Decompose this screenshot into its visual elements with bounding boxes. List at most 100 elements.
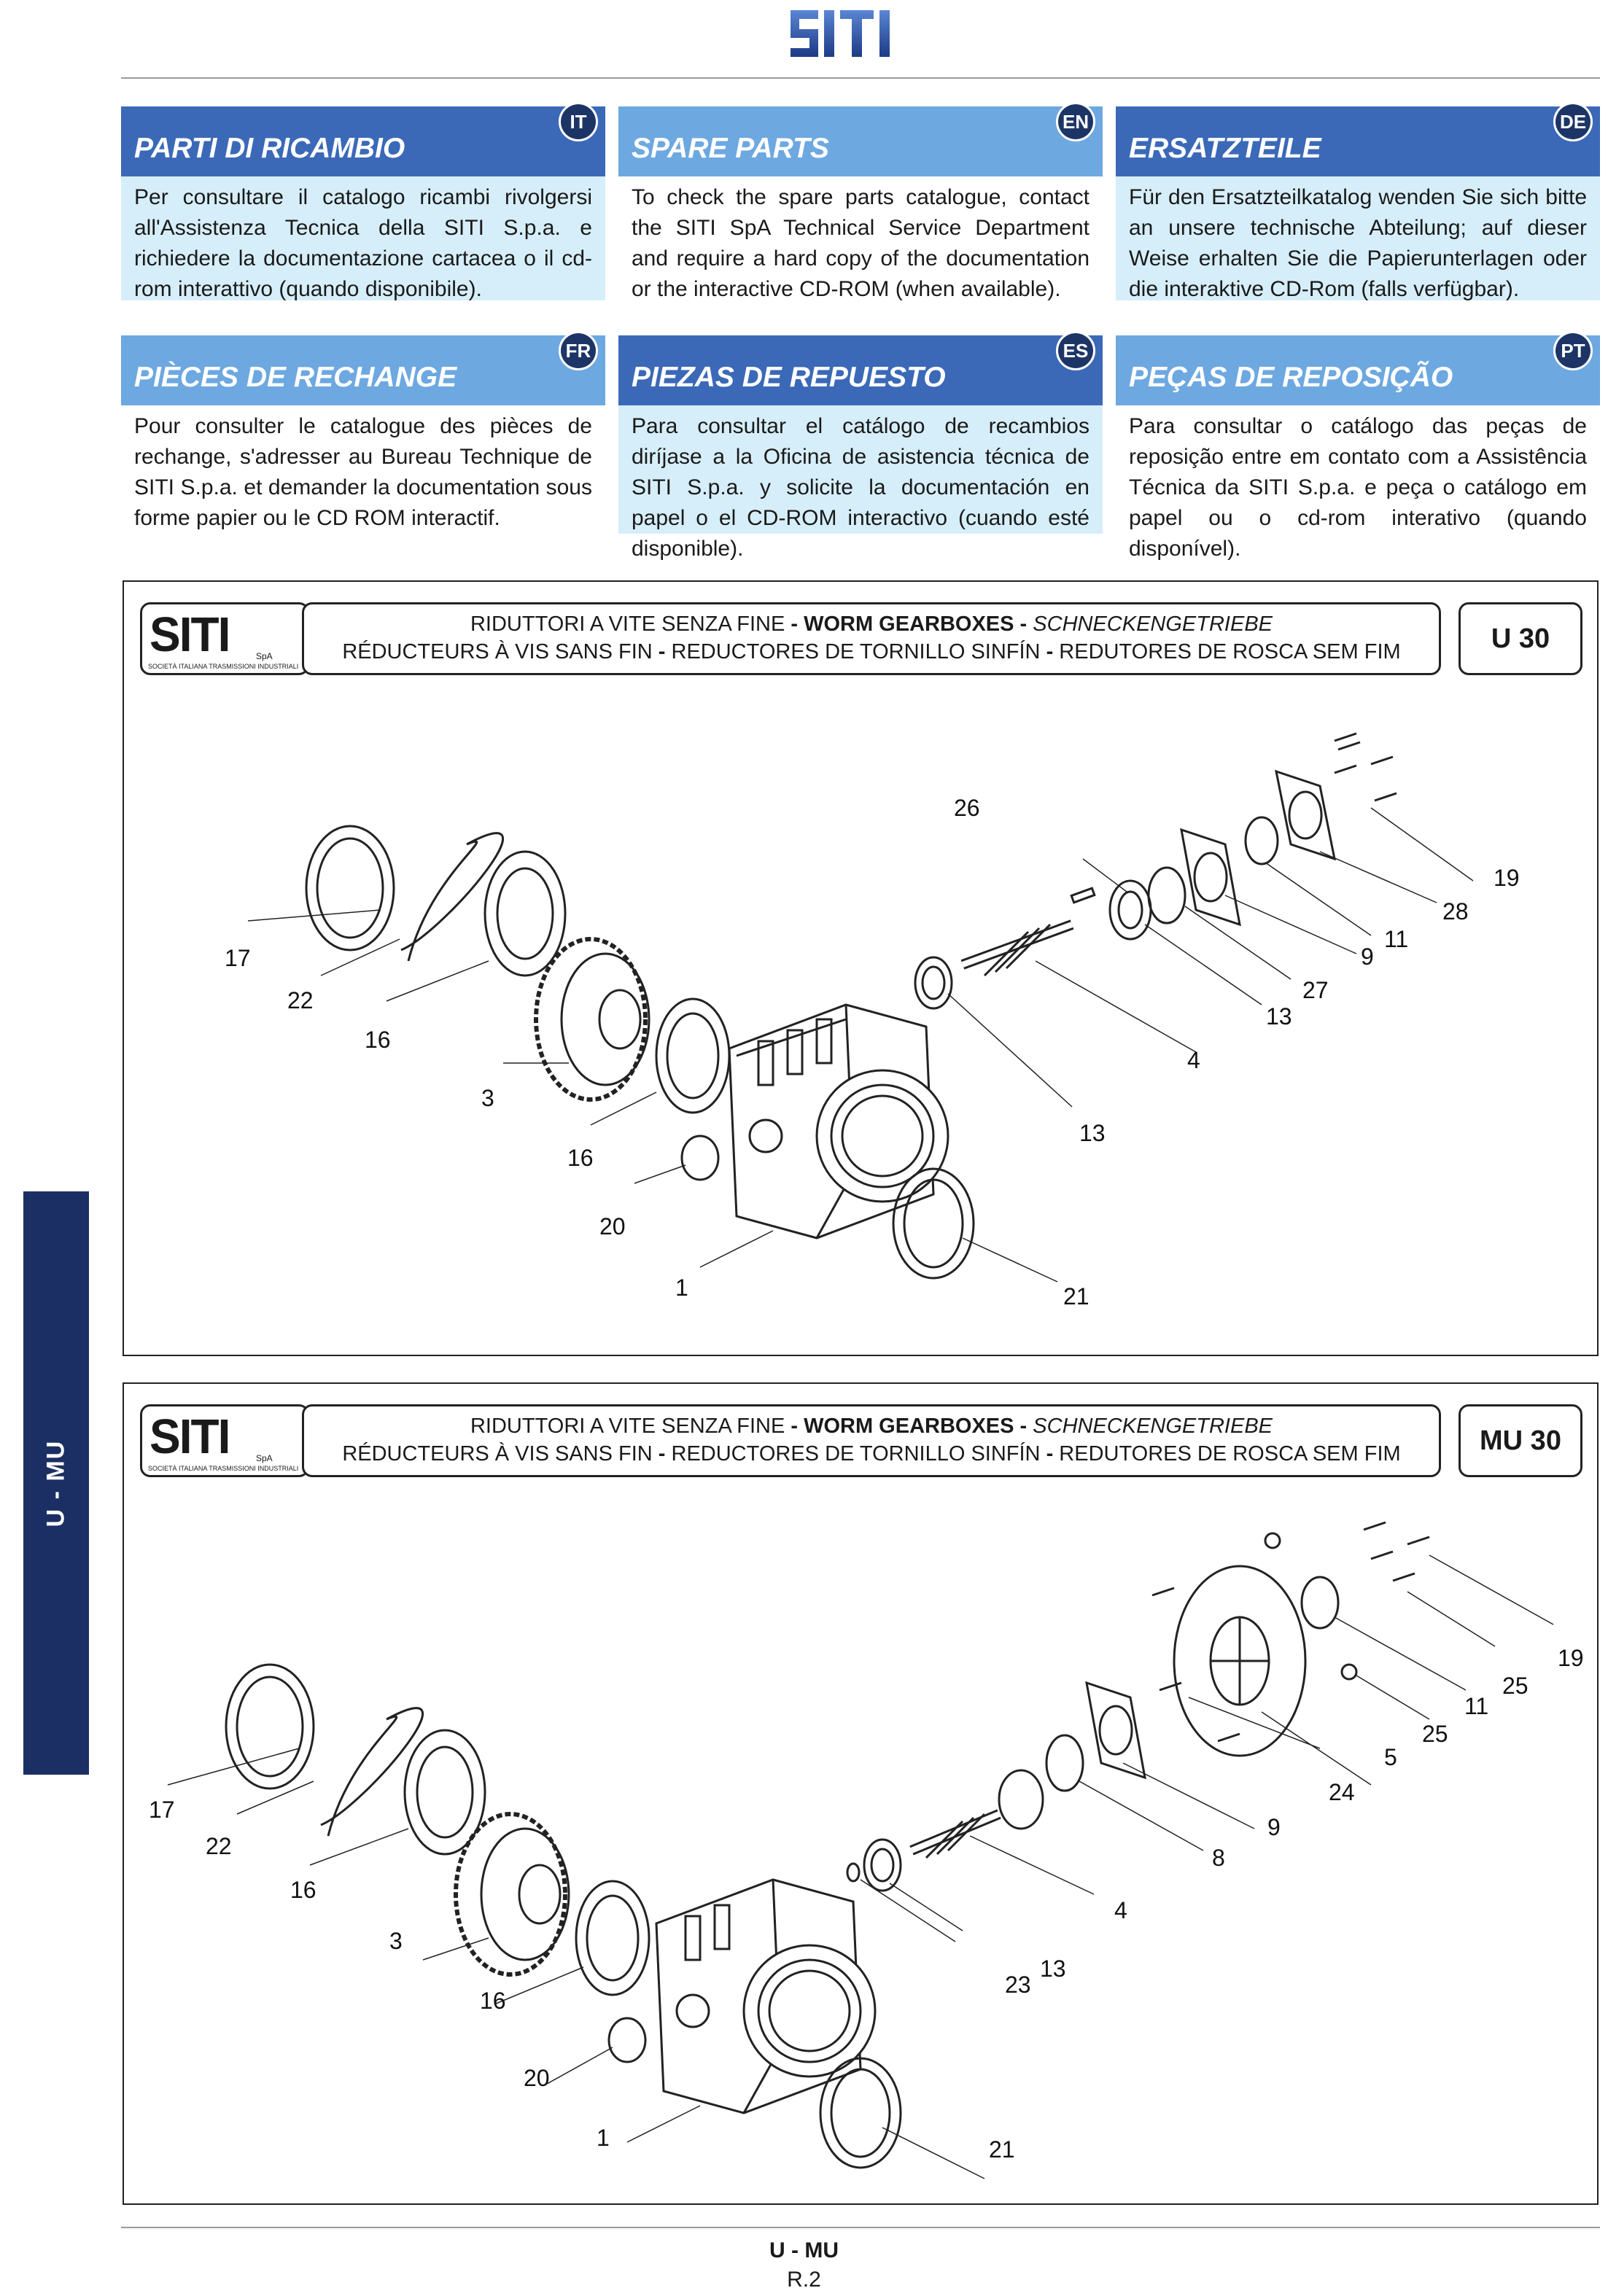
callout-label: 3	[481, 1085, 494, 1111]
siti-logo	[791, 10, 890, 57]
callout-label: 4	[1187, 1047, 1200, 1073]
lang-body: To check the spare parts catalogue, cont…	[632, 185, 1090, 301]
callout-label: 25	[1422, 1721, 1448, 1747]
lang-box-pt: PEÇAS DE REPOSIÇÃO PT Para consultar o c…	[1116, 331, 1600, 561]
logo-word: SITI	[149, 607, 230, 662]
lang-code-badge: FR	[559, 331, 598, 370]
lang-code-text: DE	[1555, 104, 1590, 139]
bolts	[1151, 1521, 1430, 1743]
logo-word: SITI	[149, 1409, 230, 1464]
bearing	[483, 850, 567, 977]
title-sep: -	[1040, 1442, 1060, 1466]
callout-label: 27	[1302, 977, 1329, 1003]
bearing	[575, 1880, 650, 1996]
title-block-text: RIDUTTORI A VITE SENZA FINE - WORM GEARB…	[302, 602, 1441, 675]
callout-label: 4	[1114, 1897, 1127, 1923]
lang-title-text: SPARE PARTS	[632, 133, 829, 164]
model-code: MU 30	[1459, 1404, 1582, 1477]
callout-label: 28	[1442, 898, 1469, 925]
title-sep: -	[1014, 612, 1033, 636]
lang-code-badge: DE	[1553, 102, 1593, 141]
callout-label: 13	[1040, 1956, 1066, 1982]
title-sep: -	[1014, 1414, 1033, 1438]
title-sep: -	[785, 1414, 804, 1438]
callout-label: 25	[1502, 1673, 1529, 1699]
seal	[1244, 816, 1279, 865]
lang-title-text: ERSATZTEILE	[1129, 133, 1321, 164]
lang-box-es: PIEZAS DE REPUESTO ES Para consultar el …	[618, 331, 1103, 561]
logo-spa: SpA	[256, 651, 273, 661]
footer-section-label: U - MU	[769, 2238, 839, 2262]
lang-code-text: PT	[1555, 333, 1590, 368]
callout-label: 16	[290, 1877, 316, 1903]
cap	[607, 2017, 647, 2063]
lang-body: Per consultare il catalogo ricambi rivol…	[121, 176, 605, 301]
title-es: REDUCTORES DE TORNILLO SINFÍN	[671, 640, 1041, 663]
callout-label: 9	[1361, 943, 1374, 970]
callout-label: 16	[365, 1027, 391, 1053]
title-block-text: RIDUTTORI A VITE SENZA FINE - WORM GEARB…	[302, 1404, 1441, 1477]
lang-code-text: IT	[561, 104, 596, 139]
ring	[846, 1862, 861, 1883]
callout-label: 1	[597, 2125, 610, 2151]
logo-caption: SOCIETÀ ITALIANA TRASMISSIONI INDUSTRIAL…	[148, 1465, 299, 1472]
callout-label: 20	[524, 2065, 550, 2091]
callout-label: 11	[1384, 926, 1409, 952]
worm-shaft	[909, 1769, 1044, 1859]
worm-wheel	[534, 937, 650, 1102]
lang-body: Pour consulter le catalogue des pièces d…	[134, 414, 592, 530]
seal	[1300, 1576, 1340, 1630]
motor-flange	[1173, 1565, 1307, 1757]
lang-code-badge: EN	[1056, 102, 1095, 141]
callout-label: 23	[1005, 1972, 1031, 1998]
title-line-2: RÉDUCTEURS À VIS SANS FIN - REDUCTORES D…	[304, 1440, 1439, 1468]
gearbox-housing	[655, 1878, 877, 2114]
title-de: SCHNECKENGETRIEBE	[1033, 612, 1273, 636]
callout-label: 16	[480, 1988, 506, 2014]
callout-label: 19	[1558, 1645, 1584, 1671]
lang-title: PIÈCES DE RECHANGE FR	[121, 331, 605, 405]
callout-label: 17	[149, 1797, 175, 1823]
circlip	[320, 1707, 424, 1837]
bearing	[403, 1729, 486, 1856]
lang-box-fr: PIÈCES DE RECHANGE FR Pour consulter le …	[121, 331, 605, 534]
title-fr: RÉDUCTEURS À VIS SANS FIN	[342, 640, 653, 663]
lang-title: SPARE PARTS EN	[618, 102, 1103, 176]
footer-page-number: R.2	[787, 2268, 821, 2292]
logo-spa: SpA	[256, 1453, 273, 1463]
drawing-panel-u30: SITI SpA SOCIETÀ ITALIANA TRASMISSIONI I…	[123, 580, 1599, 1356]
title-line-1: RIDUTTORI A VITE SENZA FINE - WORM GEARB…	[304, 1412, 1439, 1440]
seal	[1045, 1734, 1084, 1792]
callout-label: 24	[1329, 1779, 1355, 1805]
title-it: RIDUTTORI A VITE SENZA FINE	[470, 1414, 785, 1438]
title-pt: REDUTORES DE ROSCA SEM FIM	[1059, 1442, 1401, 1466]
lang-title-text: PIEZAS DE REPUESTO	[632, 362, 946, 393]
lang-code-badge: ES	[1056, 331, 1095, 370]
callout-label: 13	[1079, 1120, 1106, 1146]
callout-label: 16	[567, 1145, 594, 1171]
title-block-logo: SITI SpA SOCIETÀ ITALIANA TRASMISSIONI I…	[140, 1404, 309, 1477]
lang-title-text: PARTI DI RICAMBIO	[134, 133, 405, 164]
bearing	[655, 997, 731, 1114]
gearbox-housing	[728, 1003, 949, 1240]
title-sep: -	[652, 640, 672, 663]
title-en: WORM GEARBOXES	[804, 1414, 1014, 1438]
callout-label: 13	[1266, 1003, 1292, 1030]
callout-label: 22	[287, 987, 314, 1013]
bearing	[914, 956, 953, 1010]
title-en: WORM GEARBOXES	[804, 612, 1014, 636]
title-de: SCHNECKENGETRIEBE	[1033, 1414, 1273, 1438]
exploded-view-mu30	[167, 1521, 1554, 2179]
oil-seal	[305, 825, 395, 952]
lang-title-text: PIÈCES DE RECHANGE	[134, 362, 457, 393]
title-sep: -	[785, 612, 804, 636]
drawing-panel-mu30: SITI SpA SOCIETÀ ITALIANA TRASMISSIONI I…	[123, 1382, 1599, 2205]
model-code: U 30	[1459, 602, 1582, 675]
callout-label: 8	[1212, 1845, 1225, 1871]
lang-code-badge: PT	[1553, 331, 1593, 370]
logo-caption: SOCIETÀ ITALIANA TRASMISSIONI INDUSTRIAL…	[148, 663, 299, 670]
lang-body: Para consultar o catálogo das peças de r…	[1129, 414, 1587, 561]
lang-title: ERSATZTEILE DE	[1116, 102, 1600, 176]
bolts	[1334, 732, 1397, 802]
title-block-logo: SITI SpA SOCIETÀ ITALIANA TRASMISSIONI I…	[140, 602, 309, 675]
